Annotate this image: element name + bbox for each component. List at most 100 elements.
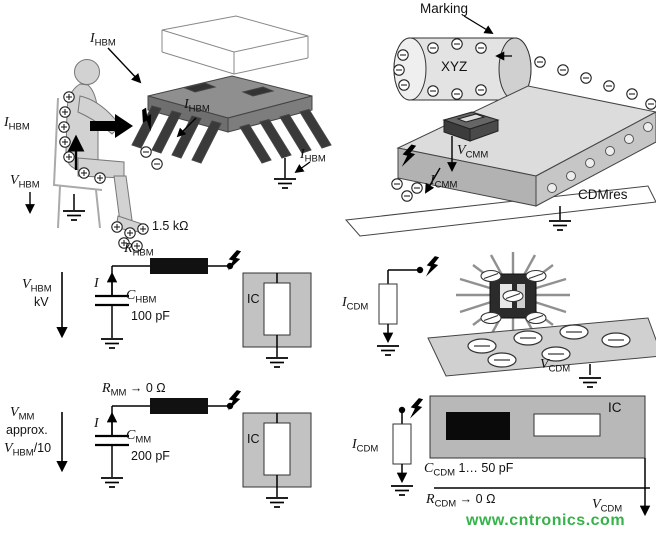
label-v-hbm-div10: VHBM/10 [4,441,52,459]
minus-charge-icon [393,64,405,76]
label-i-cmm: ICMM [430,173,458,191]
cdm-circuit [390,395,651,517]
label-i-hbm-right: IHBM [300,147,326,165]
watermark: www.cntronics.com [466,512,626,529]
plus-charge-icon [94,172,106,184]
dip-chip-lid [161,15,309,75]
hand-current-arrow [90,114,133,138]
minus-charge-icon [480,269,502,283]
plus-charge-icon [63,151,75,163]
plus-charge-icon [58,121,70,133]
label-current-i-hbm: I [94,276,99,291]
plus-charge-icon [124,227,136,239]
label-i-cdm-mid: ICDM [342,295,369,313]
label-c-hbm: CHBM [126,288,157,306]
mm-circuit [56,388,312,508]
hbm-resistor [150,258,208,274]
plus-charge-icon [59,106,71,118]
minus-charge-icon [140,146,152,158]
icmm-arrow [425,167,441,194]
minus-charge-icon [151,158,163,170]
label-v-hbm-left: VHBM [10,173,40,191]
minus-charge-icon [397,49,409,61]
ground-icon [376,345,400,356]
minus-charge-icon [502,289,524,303]
label-xyz: XYZ [441,59,468,74]
minus-charge-icon [391,178,403,190]
plus-charge-icon [111,221,123,233]
minus-charge-icon [401,190,413,202]
ground-icon [265,497,289,508]
ground-icon [390,485,414,496]
sliding-chip [442,111,500,142]
label-ic-hbm: IC [247,292,260,306]
chip-pin-arrow [176,117,197,138]
plus-charge-icon [78,167,90,179]
label-approx: approx. [6,423,48,437]
minus-charge-icon [557,64,569,76]
minus-charge-icon [559,324,589,340]
minus-charge-icon [513,330,543,346]
ihbm-top-arrow [107,47,142,84]
minus-charge-icon [525,311,547,325]
label-i-hbm-chip: IHBM [184,97,210,115]
minus-charge-icon [645,98,656,110]
label-i-hbm-left: IHBM [4,115,30,133]
ground-icon [265,357,289,368]
label-marking: Marking [420,1,469,16]
minus-charge-icon [451,38,463,50]
cdm-chute [396,85,656,207]
minus-charge-icon [411,182,423,194]
label-ic-cdm: IC [608,400,622,415]
lightning-icon [225,388,243,413]
ground-icon [62,210,86,221]
minus-charge-icon [603,80,615,92]
minus-charge-icon [525,269,547,283]
label-c-mm-value: 200 pF [131,449,170,463]
cdm-die-scene [376,252,656,388]
label-v-mm: VMM [10,405,35,423]
label-cdmres: CDMres [578,187,628,202]
hbm-circuit [56,248,312,368]
minus-charge-icon [601,332,631,348]
ground-icon [578,377,602,388]
marking-arrow [463,15,494,34]
label-current-i-mm: I [94,416,99,431]
minus-charge-icon [475,84,487,96]
minus-charge-icon [580,72,592,84]
minus-charge-icon [467,338,497,354]
minus-charge-icon [427,85,439,97]
dip-chip [131,75,332,164]
minus-charge-icon [451,88,463,100]
minus-charge-icon [626,88,638,100]
label-v-cmm: VCMM [457,143,489,161]
chip-ground-arrow [294,161,311,174]
minus-charge-icon [487,352,517,368]
label-hbm-resistance-value: 1.5 kΩ [152,219,189,233]
label-ic-mm: IC [247,432,260,446]
minus-charge-icon [427,42,439,54]
label-i-cdm-bot: ICDM [352,437,379,455]
label-v-cdm-bot: VCDM [592,497,623,515]
ground-icon [548,220,572,231]
label-c-hbm-value: 100 pF [131,309,170,323]
ground-icon [100,338,124,349]
cdm-internal-element [533,413,601,437]
plus-charge-icon [137,223,149,235]
node-dot [416,266,424,274]
mm-resistor [150,398,208,414]
label-v-hbm-kv: VHBM [22,277,52,295]
lightning-icon [407,396,425,421]
minus-charge-icon [534,56,546,68]
lightning-icon [423,254,441,279]
ground-icon [100,477,124,488]
minus-charge-icon [475,42,487,54]
label-kv-unit: kV [34,295,49,309]
label-c-cdm: CCDM 1… 50 pF [424,461,514,479]
label-v-cdm-mid: VCDM [540,357,571,375]
label-r-cdm: RCDM → 0 Ω [426,492,496,510]
label-r-mm: RMM → 0 Ω [102,381,166,399]
label-i-hbm-top: IHBM [90,31,116,49]
